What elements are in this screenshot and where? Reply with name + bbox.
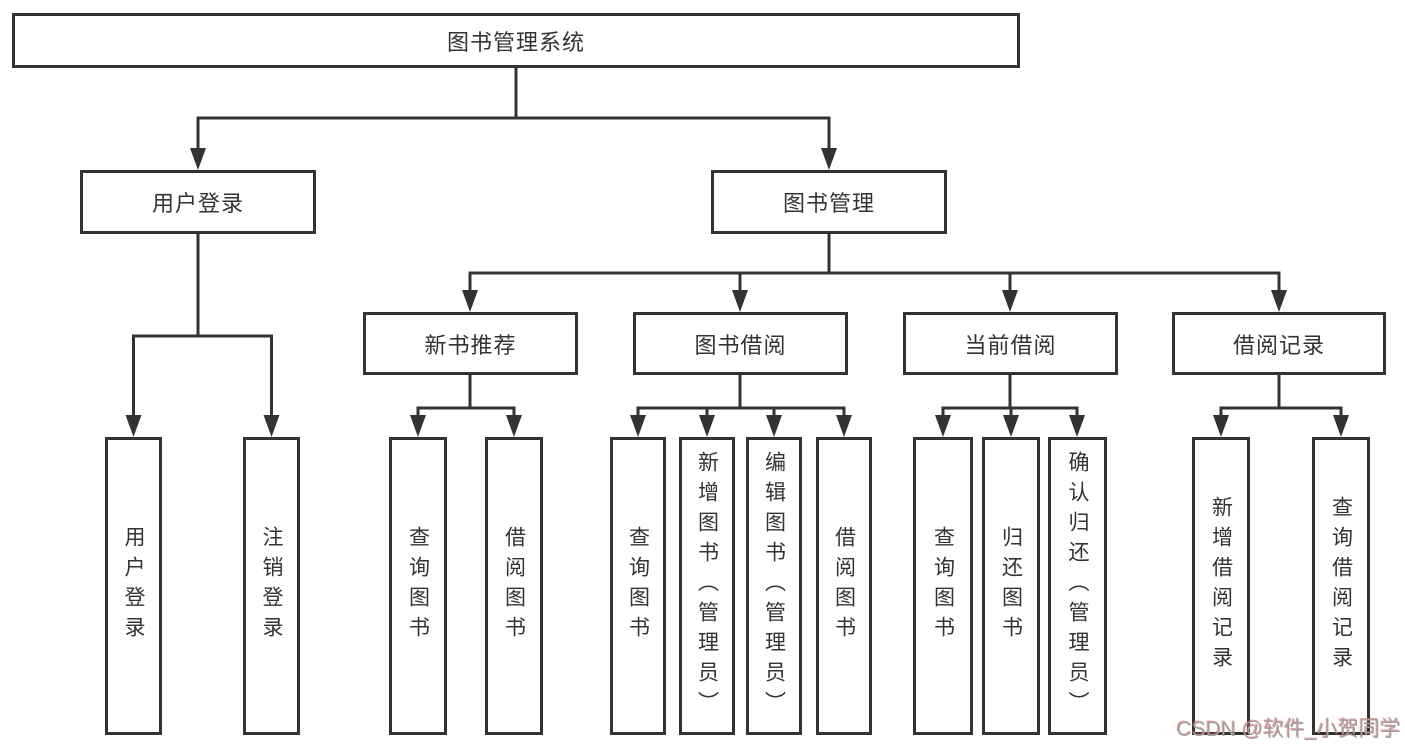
leaf-borrow-books-borrowing-label: 借阅图书 <box>832 526 856 646</box>
leaf-return-books: 归还图书 <box>982 437 1040 735</box>
leaf-borrow-books-borrowing: 借阅图书 <box>816 437 872 735</box>
leaf-edit-books-admin-label: 编辑图书（管理员） <box>762 451 786 721</box>
arrow-icon <box>935 415 951 437</box>
csdn-watermark: CSDN @软件_小贺同学 <box>1176 718 1401 741</box>
leaf-query-books-borrowing-label: 查询图书 <box>626 526 650 646</box>
leaf-borrow-books-recommend: 借阅图书 <box>485 437 543 735</box>
arrow-icon <box>190 148 206 170</box>
node-user-login-label: 用户登录 <box>151 191 244 216</box>
leaf-confirm-return-admin: 确认归还（管理员） <box>1048 437 1107 735</box>
leaf-add-books-admin: 新增图书（管理员） <box>679 437 735 735</box>
leaf-add-books-admin-label: 新增图书（管理员） <box>695 451 719 721</box>
leaf-edit-books-admin: 编辑图书（管理员） <box>746 437 802 735</box>
leaf-query-books-borrowing: 查询图书 <box>610 437 666 735</box>
leaf-user-login-label: 用户登录 <box>122 526 145 646</box>
arrow-icon <box>1333 415 1349 437</box>
arrow-icon <box>1002 290 1018 312</box>
arrow-icon <box>732 290 748 312</box>
connector-borrowing-branch <box>636 375 846 417</box>
node-book-borrowing-label: 图书借阅 <box>694 332 787 358</box>
arrow-icon <box>1003 415 1019 437</box>
leaf-confirm-return-admin-label: 确认归还（管理员） <box>1066 451 1089 721</box>
arrow-icon <box>125 415 142 437</box>
leaf-add-borrow-record-label: 新增借阅记录 <box>1209 496 1233 676</box>
arrow-icon <box>1213 415 1229 437</box>
arrowheads <box>125 148 1349 437</box>
leaf-borrow-books-recommend-label: 借阅图书 <box>502 526 526 646</box>
node-root: 图书管理系统 <box>12 13 1020 68</box>
arrow-icon <box>821 148 837 170</box>
leaf-query-books-current: 查询图书 <box>913 437 973 735</box>
leaf-add-borrow-record: 新增借阅记录 <box>1192 437 1250 735</box>
leaf-logout-label: 注销登录 <box>260 526 283 646</box>
node-borrowing-records-label: 借阅记录 <box>1232 332 1325 358</box>
connector-records-branch <box>1219 375 1343 417</box>
node-new-book-recommend: 新书推荐 <box>363 312 578 375</box>
node-book-management: 图书管理 <box>711 170 947 234</box>
connector-book-mgmt-branch <box>468 234 1281 293</box>
arrow-icon <box>630 415 646 437</box>
arrow-icon <box>263 415 280 437</box>
arrow-icon <box>462 290 478 312</box>
connector-root-to-level2 <box>196 68 831 150</box>
connector-recommend-branch <box>416 375 516 417</box>
node-book-borrowing: 图书借阅 <box>633 312 848 375</box>
node-borrowing-records: 借阅记录 <box>1172 312 1386 375</box>
arrow-icon <box>766 415 782 437</box>
node-current-borrowing: 当前借阅 <box>903 312 1118 375</box>
node-book-management-label: 图书管理 <box>782 191 875 216</box>
arrow-icon <box>506 415 522 437</box>
arrow-icon <box>836 415 852 437</box>
node-user-login: 用户登录 <box>80 170 316 234</box>
arrow-icon <box>410 415 426 437</box>
node-current-borrowing-label: 当前借阅 <box>964 332 1057 358</box>
node-root-label: 图书管理系统 <box>446 29 585 55</box>
leaf-return-books-label: 归还图书 <box>999 526 1023 646</box>
leaf-query-books-current-label: 查询图书 <box>931 526 955 646</box>
leaf-query-borrow-record: 查询借阅记录 <box>1312 437 1370 735</box>
connector-user-login-branch <box>132 234 273 417</box>
arrow-icon <box>699 415 715 437</box>
node-new-book-recommend-label: 新书推荐 <box>424 332 517 358</box>
leaf-logout: 注销登录 <box>243 437 300 735</box>
leaf-query-borrow-record-label: 查询借阅记录 <box>1329 496 1353 676</box>
leaf-query-books-recommend: 查询图书 <box>389 437 447 735</box>
leaf-user-login: 用户登录 <box>105 437 162 735</box>
connector-current-branch <box>941 375 1079 417</box>
arrow-icon <box>1271 290 1287 312</box>
leaf-query-books-recommend-label: 查询图书 <box>406 526 430 646</box>
arrow-icon <box>1069 415 1085 437</box>
